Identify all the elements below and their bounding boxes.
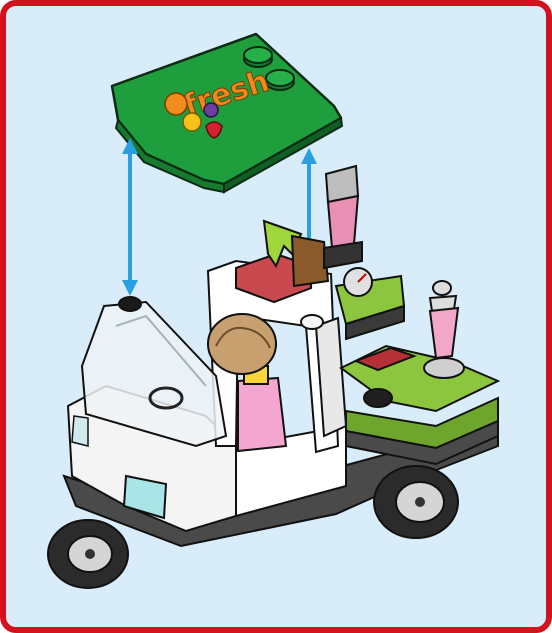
roof-stud xyxy=(244,47,272,67)
assembly-illustration: fresh xyxy=(6,6,546,627)
orange-icon xyxy=(165,93,187,115)
headlight xyxy=(72,416,88,446)
counter-stud xyxy=(364,389,392,407)
blender-cup-front xyxy=(424,281,464,378)
vehicle xyxy=(48,166,498,588)
lemon-icon xyxy=(183,113,201,131)
frame-stud xyxy=(119,297,141,311)
rear-wheel xyxy=(374,466,458,538)
juice-box xyxy=(292,236,328,286)
frame-stud xyxy=(301,315,323,329)
plum-icon xyxy=(204,103,218,117)
front-wheel xyxy=(48,520,128,588)
